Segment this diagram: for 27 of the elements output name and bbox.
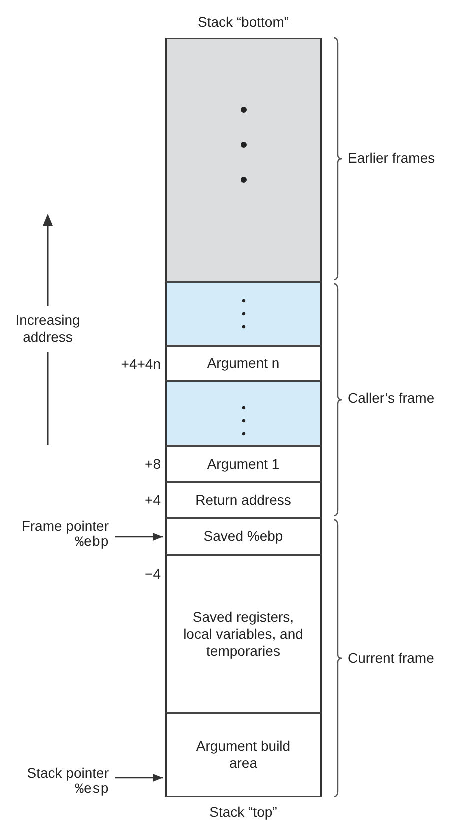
offset-label: +8 — [145, 456, 161, 473]
arrow — [115, 533, 163, 541]
frame-label: Current frame — [348, 650, 434, 667]
pointer-label: Stack pointer — [27, 765, 109, 782]
register-name: %ebp — [75, 535, 109, 552]
stack-cell — [165, 381, 322, 446]
cell-label: Return address — [194, 492, 292, 508]
pointer-label: Frame pointer — [22, 518, 109, 535]
cell-label: Saved %ebp — [202, 528, 284, 545]
stack-top-label: Stack “top” — [208, 804, 278, 821]
stack-cell — [165, 713, 322, 797]
stack-cell — [165, 38, 322, 282]
stack-bottom-label: Stack “bottom” — [196, 14, 290, 31]
stack-cell — [165, 282, 322, 346]
cell-label: Argument n — [206, 355, 281, 372]
cell-label: Argument 1 — [206, 456, 281, 472]
frame-label: Earlier frames — [348, 150, 436, 167]
cell-label: Saved registers, local variables, and temporaries — [182, 608, 304, 660]
stack-cell — [165, 518, 322, 555]
arrow — [115, 774, 163, 782]
offset-label: +4 — [145, 492, 161, 509]
frame-label: Caller’s frame — [348, 390, 435, 407]
offset-label: −4 — [145, 566, 161, 583]
direction-label: Increasing address — [14, 312, 82, 346]
register-name: %esp — [75, 782, 109, 799]
offset-label: +4+4n — [121, 356, 161, 372]
cell-label: Argument build area — [195, 738, 292, 772]
